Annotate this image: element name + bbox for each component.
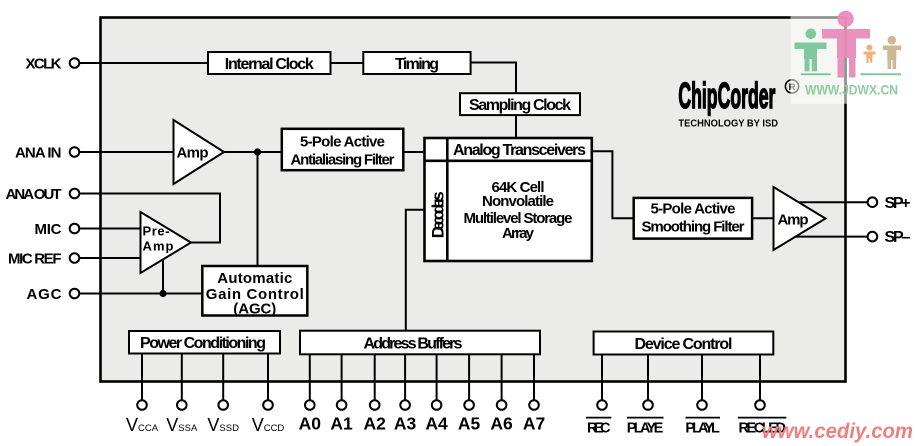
svg-text:MIC: MIC [35,221,62,238]
svg-text:A0: A0 [299,414,322,434]
svg-text:A6: A6 [490,414,513,434]
svg-text:VCCA: VCCA [126,415,159,435]
svg-text:A2: A2 [364,414,387,434]
svg-text:Multilevel Storage: Multilevel Storage [464,210,573,227]
svg-text:Array: Array [502,225,535,242]
svg-text:Power Conditioning: Power Conditioning [140,335,266,352]
svg-text:Smoothing Filter: Smoothing Filter [642,219,745,236]
svg-text:Amp: Amp [143,239,174,254]
svg-text:ANA IN: ANA IN [15,145,62,162]
svg-text:PLAYL: PLAYL [685,421,720,437]
svg-text:A4: A4 [425,414,448,434]
svg-text:Decoders: Decoders [429,191,448,238]
svg-text:A1: A1 [330,414,353,434]
svg-text:VSSA: VSSA [166,415,198,435]
svg-text:5-Pole Active: 5-Pole Active [300,134,385,151]
svg-text:ChipCorder: ChipCorder [678,75,775,116]
svg-text:XCLK: XCLK [26,55,62,72]
svg-text:Device Control: Device Control [635,336,733,353]
svg-text:www.cediy.com: www.cediy.com [762,420,913,443]
svg-text:Amp: Amp [778,211,809,228]
svg-text:MIC REF: MIC REF [8,250,62,267]
svg-text:AGC: AGC [27,286,62,303]
svg-text:Sampling Clock: Sampling Clock [469,97,571,114]
svg-text:64K Cell: 64K Cell [492,179,545,196]
svg-text:WWW.JDWX.CN: WWW.JDWX.CN [805,81,898,97]
svg-text:5-Pole Active: 5-Pole Active [651,200,736,217]
svg-text:A7: A7 [523,414,545,434]
svg-text:Nonvolatile: Nonvolatile [482,193,554,210]
svg-text:VSSD: VSSD [207,415,239,435]
svg-text:SP–: SP– [885,229,911,246]
svg-text:Automatic: Automatic [217,270,292,287]
svg-text:(AGC): (AGC) [233,301,276,318]
svg-text:A5: A5 [458,414,481,434]
svg-text:Address Buffers: Address Buffers [364,336,463,353]
svg-text:TECHNOLOGY BY ISD: TECHNOLOGY BY ISD [678,118,778,129]
svg-text:SP+: SP+ [885,195,911,212]
svg-text:Gain Control: Gain Control [206,286,304,303]
svg-text:Timing: Timing [395,56,439,73]
svg-text:Pre-: Pre- [143,224,170,239]
svg-text:VCCD: VCCD [252,415,285,435]
svg-text:RECLED: RECLED [738,421,786,437]
svg-text:REC: REC [587,421,611,437]
svg-text:A3: A3 [394,414,417,434]
svg-text:ANA OUT: ANA OUT [6,186,62,203]
svg-text:Amp: Amp [177,145,209,162]
svg-text:Internal Clock: Internal Clock [225,56,314,73]
svg-text:Antialiasing Filter: Antialiasing Filter [291,152,395,169]
svg-text:PLAYE: PLAYE [627,421,664,437]
svg-text:Analog Transceivers: Analog Transceivers [453,142,586,159]
